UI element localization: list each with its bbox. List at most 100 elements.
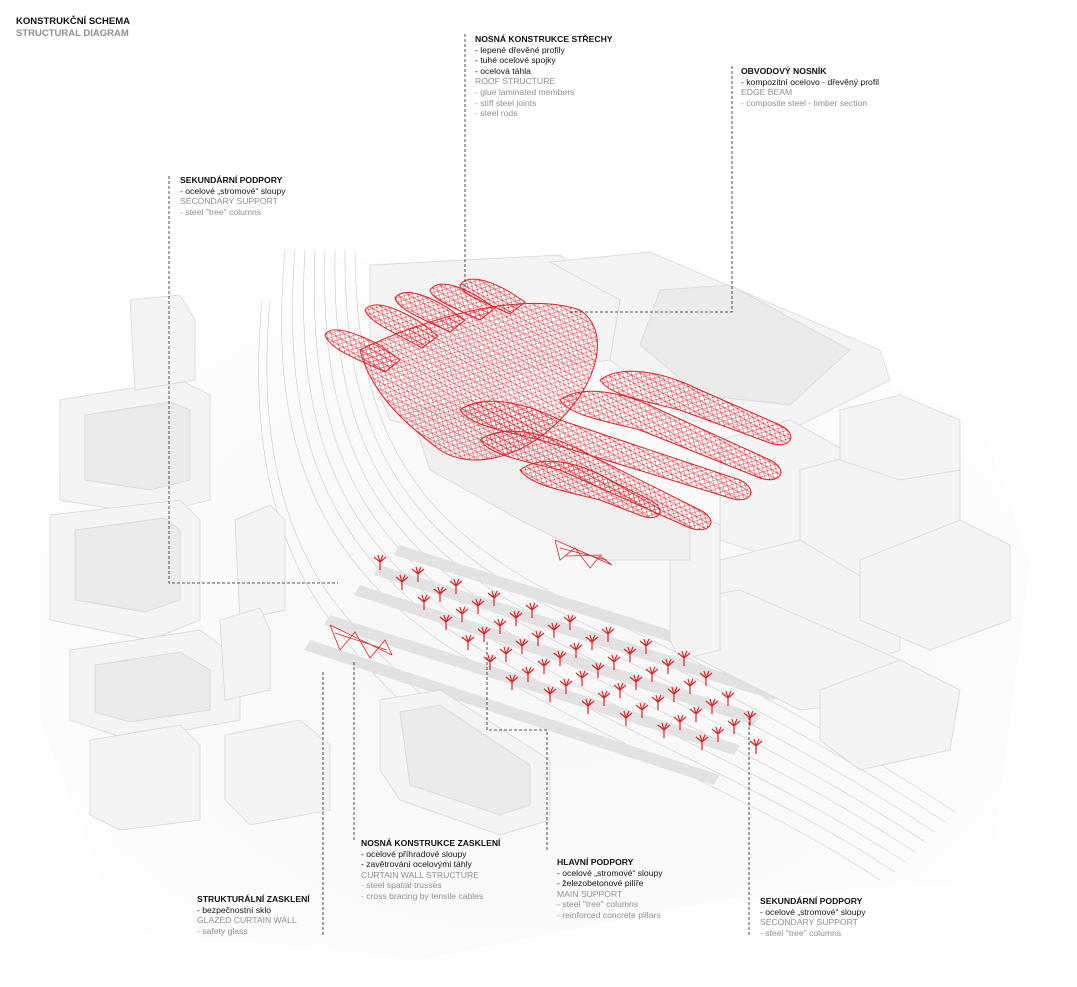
label-item-en: - glue laminated members (475, 86, 575, 97)
label-item-en: - steel "tree" columns (180, 206, 262, 217)
tree-column (439, 614, 453, 630)
tree-column (639, 638, 653, 654)
tree-column (471, 598, 485, 614)
tree-column (493, 618, 507, 634)
tree-column (607, 654, 621, 670)
tree-column (559, 678, 573, 694)
tree-column (373, 554, 387, 570)
tree-column (645, 666, 659, 682)
tree-column (699, 670, 713, 686)
tree-column (667, 686, 681, 702)
tree-column (635, 702, 649, 718)
tree-column (711, 726, 725, 742)
tree-column (509, 610, 523, 626)
tree-column (695, 734, 709, 750)
label-item-en: - reinforced concrete pillars (557, 909, 661, 920)
tree-column (591, 662, 605, 678)
label-title-en: GLAZED CURTAIN WALL (197, 915, 297, 926)
tree-column (433, 586, 447, 602)
label-item: - ocelová táhla (475, 65, 531, 76)
label-title: NOSNÁ KONSTRUKCE STŘECHY (475, 34, 613, 44)
label-item: - ocelové „stromové“ sloupy (760, 906, 866, 917)
city-blocks (49, 251, 1011, 836)
tree-column (411, 566, 425, 582)
label-title-en: SECONDARY SUPPORT (760, 917, 858, 928)
tree-column (629, 674, 643, 690)
label-title: SEKUNDÁRNÍ PODPORY (180, 175, 283, 185)
tree-column (455, 606, 469, 622)
label-item-en: - safety glass (197, 925, 248, 936)
tree-column (461, 634, 475, 650)
label-title: SEKUNDÁRNÍ PODPORY (760, 896, 863, 906)
label-title-en: EDGE BEAM (741, 87, 793, 98)
tree-column (563, 614, 577, 630)
label-item: - lepené dřevěné profily (475, 44, 565, 55)
tree-column (487, 590, 501, 606)
curtain-wall-trusses (329, 539, 613, 659)
label-item-en: - steel "tree" columns (760, 927, 842, 938)
label-item: - ocelové „stromové“ sloupy (557, 867, 663, 878)
label-main-support: HLAVNÍ PODPORY - ocelové „stromové“ slou… (557, 857, 663, 921)
tree-column (689, 706, 703, 722)
label-title-en: ROOF STRUCTURE (475, 76, 556, 87)
tree-column (585, 634, 599, 650)
tree-column (597, 690, 611, 706)
title-czech: KONSTRUKČNÍ SCHEMA (16, 16, 130, 27)
tree-column (619, 710, 633, 726)
tree-column (727, 718, 741, 734)
label-item-en: - cross bracing by tensile cables (361, 890, 484, 901)
label-roof-structure: NOSNÁ KONSTRUKCE STŘECHY - lepené dřevěn… (475, 34, 613, 119)
label-item-en: - steel "tree" columns (557, 899, 639, 910)
label-item: - zavětrování ocelovými táhly (361, 859, 472, 870)
label-title: OBVODOVÝ NOSNÍK (741, 66, 827, 76)
tree-column (569, 642, 583, 658)
label-item-en: - stiff steel joints (475, 97, 537, 108)
tree-column (601, 626, 615, 642)
tree-column (613, 682, 627, 698)
tree-column (525, 602, 539, 618)
label-item-en: - steel rods (475, 108, 518, 119)
tree-column (721, 690, 735, 706)
label-item-en: - steel spatial trusses (361, 880, 442, 891)
label-curtain-wall-structure: NOSNÁ KONSTRUKCE ZASKLENÍ - ocelové příh… (361, 838, 500, 902)
tree-column (749, 738, 763, 754)
tree-column (547, 622, 561, 638)
tree-column (575, 670, 589, 686)
diagram-title: KONSTRUKČNÍ SCHEMA STRUCTURAL DIAGRAM (16, 16, 130, 40)
label-title-en: SECONDARY SUPPORT (180, 196, 278, 207)
label-title: HLAVNÍ PODPORY (557, 857, 634, 867)
label-secondary-support-right: SEKUNDÁRNÍ PODPORY - ocelové „stromové“ … (760, 896, 866, 938)
tree-column (743, 710, 757, 726)
tree-column (673, 714, 687, 730)
label-item: - ocelové „stromové“ sloupy (180, 185, 286, 196)
label-title-en: CURTAIN WALL STRUCTURE (361, 869, 479, 880)
title-english: STRUCTURAL DIAGRAM (16, 28, 129, 39)
label-item: - ocelové příhradové sloupy (361, 848, 467, 859)
tree-column (705, 698, 719, 714)
label-title-en: MAIN SUPPORT (557, 888, 623, 899)
label-title: STRUKTURÁLNÍ ZASKLENÍ (197, 894, 310, 904)
label-item: - tuhé ocelové spojky (475, 55, 556, 66)
tree-columns-group (373, 554, 763, 754)
tree-column (395, 574, 409, 590)
tree-column (623, 646, 637, 662)
label-item: - železobetonové pilíře (557, 878, 644, 889)
tree-column (683, 678, 697, 694)
label-secondary-support-left: SEKUNDÁRNÍ PODPORY - ocelové „stromové“ … (180, 175, 286, 217)
tree-column (417, 594, 431, 610)
tree-column (677, 650, 691, 666)
tree-column (661, 658, 675, 674)
tree-column (449, 578, 463, 594)
tree-column (651, 694, 665, 710)
label-glazed-curtain-wall: STRUKTURÁLNÍ ZASKLENÍ - bezpečnostní skl… (197, 894, 310, 936)
label-item-en: - composite steel - timber section (741, 97, 868, 108)
label-edge-beam: OBVODOVÝ NOSNÍK - kompozitní ocelovo - d… (741, 66, 879, 108)
tree-column (477, 626, 491, 642)
label-title: NOSNÁ KONSTRUKCE ZASKLENÍ (361, 838, 501, 848)
tree-column (657, 722, 671, 738)
label-item: - bezpečnostní sklo (197, 904, 272, 915)
roof-structure-shell (324, 278, 792, 531)
tree-column (581, 698, 595, 714)
tree-column (553, 650, 567, 666)
